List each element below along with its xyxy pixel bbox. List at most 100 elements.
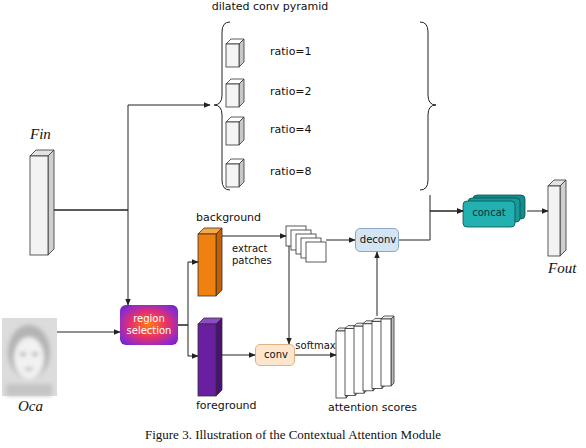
box-3d: [226, 79, 244, 107]
dilated-conv-block: ratio=1: [226, 38, 326, 68]
dilated-conv-block: ratio=8: [226, 158, 326, 188]
node-label: Fin: [30, 126, 51, 143]
mouth: [25, 368, 33, 371]
face-art: [6, 325, 52, 396]
box-3d: [226, 159, 244, 187]
box-front: [198, 324, 216, 396]
box-side: [239, 117, 244, 145]
node-label: ratio=1: [270, 46, 312, 59]
patch-arrow: [326, 240, 355, 241]
conv-box: conv: [255, 344, 295, 366]
region-selection-box: region selection: [120, 305, 178, 345]
box-side: [239, 79, 244, 107]
box-front: [226, 122, 239, 145]
pyramid-group: dilated conv pyramidratio=1ratio=2ratio=…: [210, 20, 440, 195]
figure-caption: Figure 3. Illustration of the Contextual…: [0, 428, 586, 443]
patch-square: [291, 230, 311, 250]
node-label: background: [196, 212, 261, 225]
box-front: [226, 84, 239, 107]
node-label: attention scores: [328, 402, 417, 415]
node-label: concat: [463, 207, 515, 219]
eye: [32, 352, 38, 355]
connector: [178, 325, 198, 356]
output-map: Fout: [548, 180, 566, 256]
node-label: deconv: [356, 234, 400, 246]
annotation-label: extract patches: [232, 243, 284, 266]
connector: [178, 262, 198, 325]
connector: [377, 252, 378, 316]
patch-arrow: [222, 236, 286, 237]
background-map: background: [198, 228, 222, 296]
face: [14, 337, 44, 379]
connector: [222, 355, 255, 356]
node-label: dilated conv pyramid: [210, 1, 330, 14]
box-front: [372, 321, 382, 388]
shoulders: [6, 384, 52, 396]
box-3d: [198, 318, 222, 396]
box-front: [345, 329, 355, 396]
connector: [54, 210, 128, 305]
card: [463, 201, 515, 227]
patch-square: [306, 242, 326, 262]
box-front: [381, 319, 391, 386]
node-label: conv: [256, 349, 296, 361]
shape-art: [198, 318, 222, 396]
node-label: foreground: [196, 400, 257, 413]
connector: [295, 355, 336, 356]
shape-art: [226, 158, 246, 188]
box-front: [198, 234, 216, 296]
shape-art: [548, 180, 566, 256]
box-side: [239, 159, 244, 187]
box-3d: [226, 39, 244, 67]
shape-art: [30, 150, 54, 255]
box-3d: [226, 117, 244, 145]
box-front: [363, 324, 373, 391]
hair: [8, 325, 50, 379]
foreground-map: foreground: [198, 318, 222, 396]
node-label: ratio=8: [270, 166, 312, 179]
box-3d: [381, 316, 394, 386]
shape-art: [226, 38, 246, 68]
connector: [399, 211, 463, 240]
deconv-box: deconv: [355, 228, 399, 252]
node-label: Fout: [548, 260, 576, 277]
node-label: Oca: [18, 398, 43, 415]
shape-art: [336, 316, 402, 398]
shape-art: [226, 116, 246, 146]
feature-map: Fin: [30, 150, 54, 255]
box-front: [30, 156, 48, 255]
box-3d: [30, 150, 54, 255]
box-side: [391, 316, 394, 386]
node-label: region selection: [120, 313, 178, 336]
box-side: [216, 228, 222, 296]
shape-art: [226, 78, 246, 108]
connector: [54, 105, 210, 210]
box-3d: [548, 180, 566, 256]
patch-arrow: [289, 246, 290, 344]
connector: [527, 211, 548, 212]
box-side: [216, 318, 222, 396]
connector: [57, 332, 120, 333]
patch-square: [286, 226, 306, 246]
node-label: ratio=2: [270, 86, 312, 99]
patch-square: [301, 238, 321, 258]
shape-art: [198, 228, 222, 296]
eye: [20, 352, 26, 355]
right-brace: [420, 22, 436, 190]
patch-square: [296, 234, 316, 254]
box-front: [354, 326, 364, 393]
box-front: [226, 44, 239, 67]
input-image: Oca: [2, 318, 57, 396]
box-front: [226, 164, 239, 187]
box-front: [336, 331, 346, 398]
concat-box: concat: [463, 195, 527, 227]
connector: [430, 195, 463, 211]
box-front: [548, 186, 560, 256]
box-side: [48, 150, 54, 255]
dilated-conv-block: ratio=2: [226, 78, 326, 108]
edge-label: softmax: [295, 340, 335, 352]
dilated-conv-block: ratio=4: [226, 116, 326, 146]
box-3d: [198, 228, 222, 296]
